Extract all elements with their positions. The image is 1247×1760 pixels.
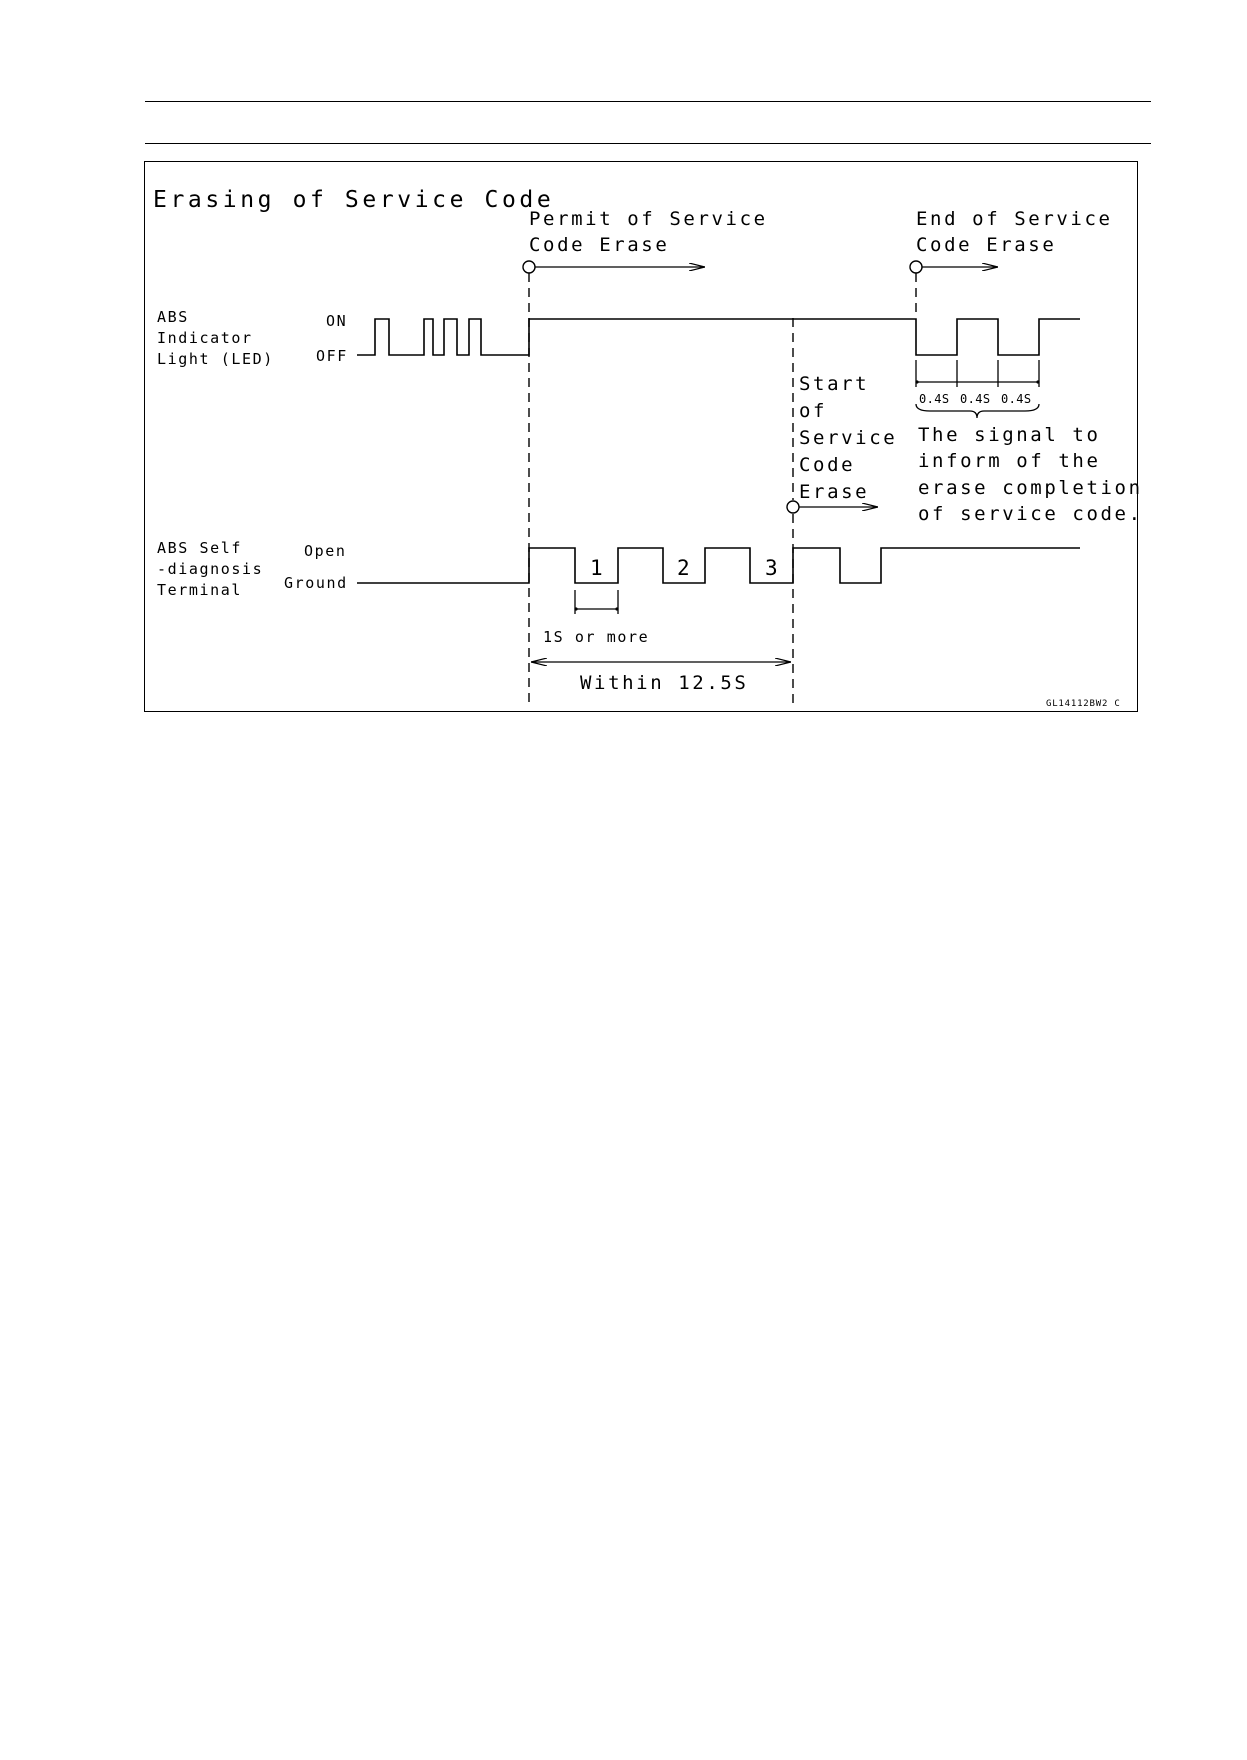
signal-note-line2: inform of the xyxy=(918,450,1101,472)
led-waveform xyxy=(357,318,1080,356)
terminal-label-line1: ABS Self xyxy=(157,539,242,557)
terminal-waveform xyxy=(357,547,1080,584)
diagram-title: Erasing of Service Code xyxy=(153,187,554,213)
led-label-line2: Indicator xyxy=(157,329,253,347)
header-rule-bottom xyxy=(145,143,1151,144)
start-label-line4: Code xyxy=(799,454,855,476)
start-marker-circle xyxy=(786,500,800,514)
led-label-line3: Light (LED) xyxy=(157,350,274,368)
end-marker-circle xyxy=(909,260,923,274)
min-duration-label: 1S or more xyxy=(543,628,649,646)
permit-label-line2: Code Erase xyxy=(529,234,669,256)
permit-marker-circle xyxy=(522,260,536,274)
signal-note-line3: erase completion xyxy=(918,477,1143,499)
start-label-line2: of xyxy=(799,400,827,422)
led-label-line1: ABS xyxy=(157,308,189,326)
terminal-label-line2: -diagnosis xyxy=(157,560,263,578)
interval-brace xyxy=(915,403,1040,419)
terminal-ground-label: Ground xyxy=(284,574,348,592)
interval-label-2: 0.4S xyxy=(960,392,991,406)
led-on-label: ON xyxy=(326,312,347,330)
end-label-line2: Code Erase xyxy=(916,234,1056,256)
start-label-line1: Start xyxy=(799,373,869,395)
start-label-line3: Service xyxy=(799,427,897,449)
diagram-frame xyxy=(144,161,1138,712)
terminal-open-label: Open xyxy=(304,542,347,560)
led-off-label: OFF xyxy=(316,347,348,365)
pulse-number-3: 3 xyxy=(765,556,778,580)
end-label-line1: End of Service xyxy=(916,208,1113,230)
interval-label-3: 0.4S xyxy=(1001,392,1032,406)
figure-code: GL14112BW2 C xyxy=(1046,699,1121,709)
terminal-label-line3: Terminal xyxy=(157,581,242,599)
signal-note-line1: The signal to xyxy=(918,424,1101,446)
window-label: Within 12.5S xyxy=(580,672,748,694)
pulse-number-1: 1 xyxy=(590,556,603,580)
interval-label-1: 0.4S xyxy=(919,392,950,406)
pulse-number-2: 2 xyxy=(677,556,690,580)
signal-note-line4: of service code. xyxy=(918,503,1143,525)
permit-label-line1: Permit of Service xyxy=(529,208,768,230)
header-rule-top xyxy=(145,101,1151,102)
start-label-line5: Erase xyxy=(799,481,869,503)
